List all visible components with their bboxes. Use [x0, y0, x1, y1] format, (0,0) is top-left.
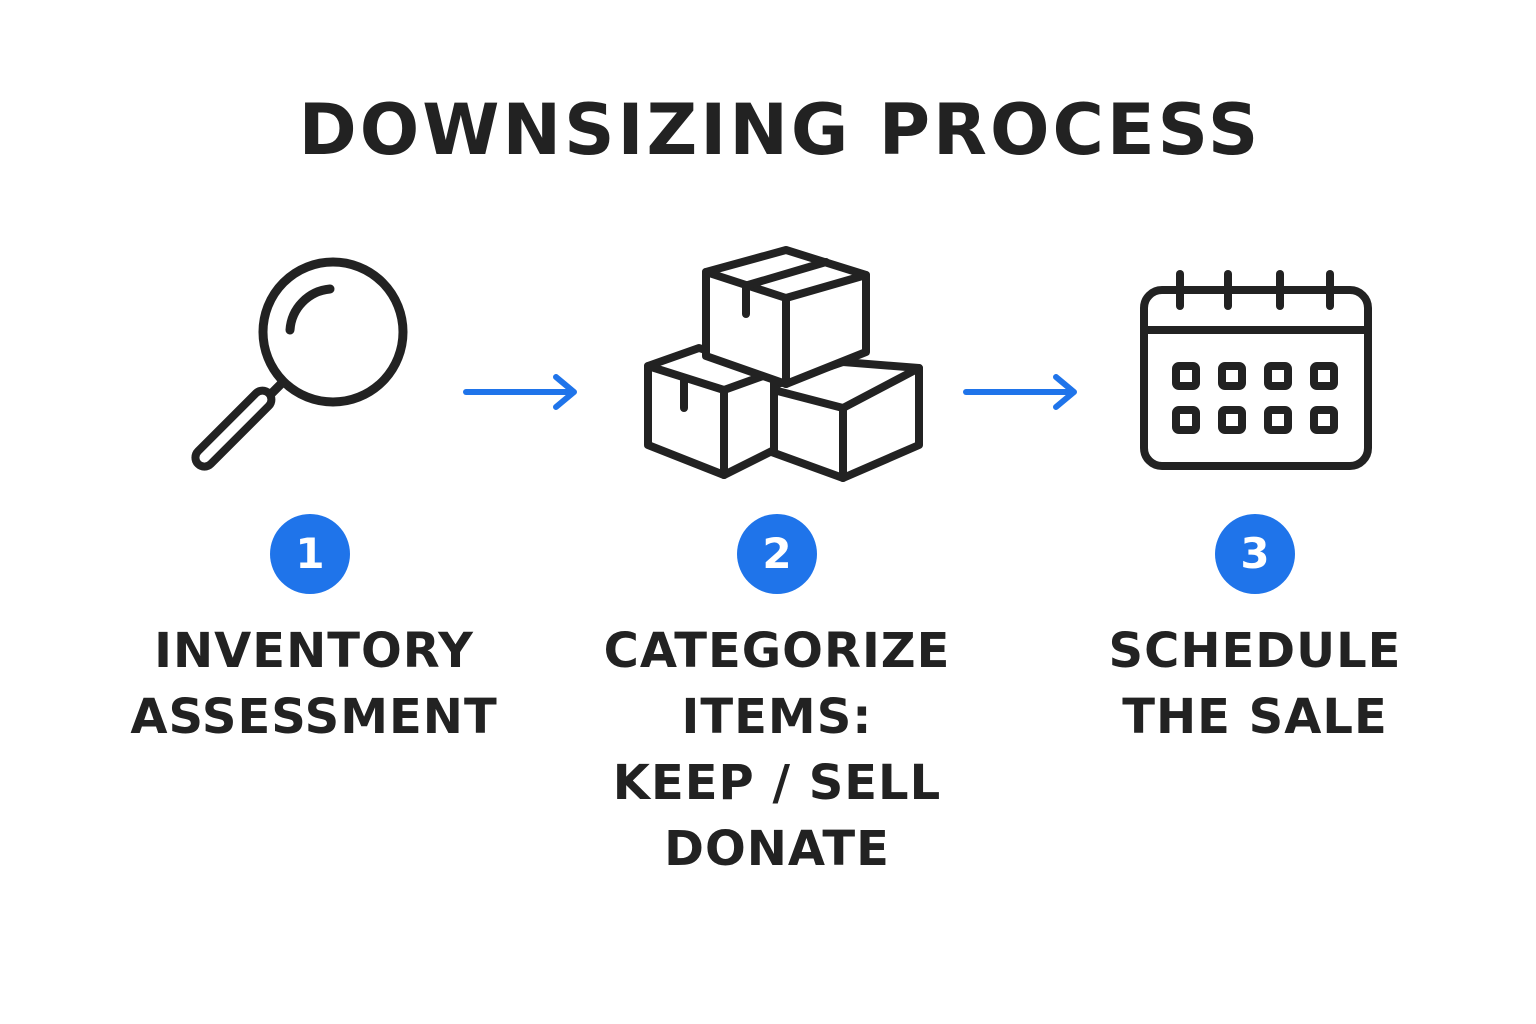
step-number-badge: 2 — [737, 514, 817, 594]
step-label-line: KEEP / SELL — [612, 755, 942, 811]
step-number-badge: 3 — [1215, 514, 1295, 594]
boxes-icon — [636, 240, 936, 490]
page-title: DOWNSIZING PROCESS — [298, 89, 1262, 171]
arrow-right-icon — [462, 372, 582, 416]
step-label: INVENTORY ASSESSMENT — [104, 618, 524, 750]
step-label-line: CATEGORIZE — [603, 623, 951, 679]
arrow-right-icon — [962, 372, 1082, 416]
step-number-badge: 1 — [270, 514, 350, 594]
magnifying-glass-icon — [190, 255, 420, 485]
step-label-line: SCHEDULE — [1108, 623, 1402, 679]
step-label: SCHEDULE THE SALE — [1045, 618, 1465, 750]
step-label-line: INVENTORY — [154, 623, 474, 679]
calendar-icon — [1136, 266, 1376, 476]
step-label-line: DONATE — [664, 821, 890, 877]
step-label-line: ITEMS: — [681, 689, 873, 745]
step-label-line: ASSESSMENT — [130, 689, 498, 745]
step-label: CATEGORIZE ITEMS: KEEP / SELL DONATE — [567, 618, 987, 882]
step-label-line: THE SALE — [1122, 689, 1388, 745]
